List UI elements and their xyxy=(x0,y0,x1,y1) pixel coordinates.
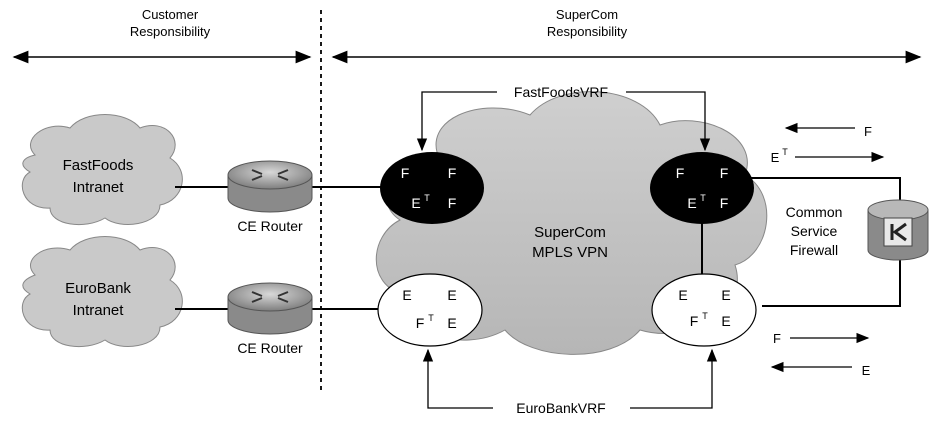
firewall-label-line1: Common xyxy=(786,204,843,220)
vrf-entry: F xyxy=(401,165,410,181)
fastfoods-label-line2: Intranet xyxy=(73,179,125,196)
vrf-entry: E xyxy=(721,287,730,303)
vrf-table-bottom-left: E E F T E xyxy=(377,273,483,347)
ce-router-top-label: CE Router xyxy=(237,218,303,234)
vrf-entry: E xyxy=(447,315,456,331)
vrf-entry: F xyxy=(720,195,729,211)
vrf-entry: E xyxy=(721,313,730,329)
vrf-entry: E xyxy=(411,195,420,211)
eurobankvrf-label: EuroBankVRF xyxy=(516,400,605,416)
link-firewall-top xyxy=(742,177,901,208)
vrf-entry: E xyxy=(447,287,456,303)
eurobankvrf-connector-right xyxy=(630,348,718,409)
supercom-label-line2: Responsibility xyxy=(547,24,628,39)
cloud-label-line2: MPLS VPN xyxy=(532,244,608,261)
vrf-entry-superscript: T xyxy=(702,311,708,321)
vrf-entry: F xyxy=(720,165,729,181)
eurobank-label-line2: Intranet xyxy=(73,302,125,319)
eurobankvrf-connector-left xyxy=(422,348,493,409)
flow-label-top-f: F xyxy=(864,124,872,139)
ce-router-bottom-icon xyxy=(227,282,313,335)
vrf-table-top-right: F F E T F xyxy=(650,152,754,224)
vrf-entry: F xyxy=(416,315,425,331)
fastfoods-intranet-cloud xyxy=(21,114,183,226)
link-firewall-bottom xyxy=(762,258,901,307)
vrf-table-top-left: F F E T F xyxy=(380,152,484,224)
firewall-label-line3: Firewall xyxy=(790,242,838,258)
ce-router-top-icon xyxy=(227,160,313,213)
firewall-label-line2: Service xyxy=(791,223,838,239)
customer-label-line2: Responsibility xyxy=(130,24,211,39)
vrf-entry: E xyxy=(687,195,696,211)
vrf-entry-superscript: T xyxy=(428,313,434,323)
vrf-table-bottom-right: E E F T E xyxy=(651,273,757,347)
fastfoodsvrf-connector-right xyxy=(626,91,711,152)
customer-label-line1: Customer xyxy=(142,7,199,22)
vrf-entry: F xyxy=(676,165,685,181)
vrf-entry-superscript: T xyxy=(700,193,706,203)
ce-router-bottom-label: CE Router xyxy=(237,340,303,356)
fastfoodsvrf-connector-left xyxy=(416,91,497,152)
vrf-entry: E xyxy=(402,287,411,303)
fastfoodsvrf-label: FastFoodsVRF xyxy=(514,84,608,100)
vrf-entry-superscript: T xyxy=(424,193,430,203)
flow-label-bottom-f: F xyxy=(773,331,781,346)
eurobank-intranet-cloud xyxy=(21,236,183,348)
fastfoods-label-line1: FastFoods xyxy=(63,157,134,174)
flow-label-top-e: E xyxy=(771,150,780,165)
vrf-entry: F xyxy=(448,195,457,211)
vrf-entry: E xyxy=(678,287,687,303)
firewall-icon xyxy=(867,199,929,261)
cloud-label-line1: SuperCom xyxy=(534,224,606,241)
flow-label-top-e-sup: T xyxy=(782,147,788,157)
supercom-label-line1: SuperCom xyxy=(556,7,618,22)
vrf-entry: F xyxy=(690,313,699,329)
vrf-entry: F xyxy=(448,165,457,181)
eurobank-label-line1: EuroBank xyxy=(65,280,131,297)
flow-label-bottom-e: E xyxy=(862,363,871,378)
